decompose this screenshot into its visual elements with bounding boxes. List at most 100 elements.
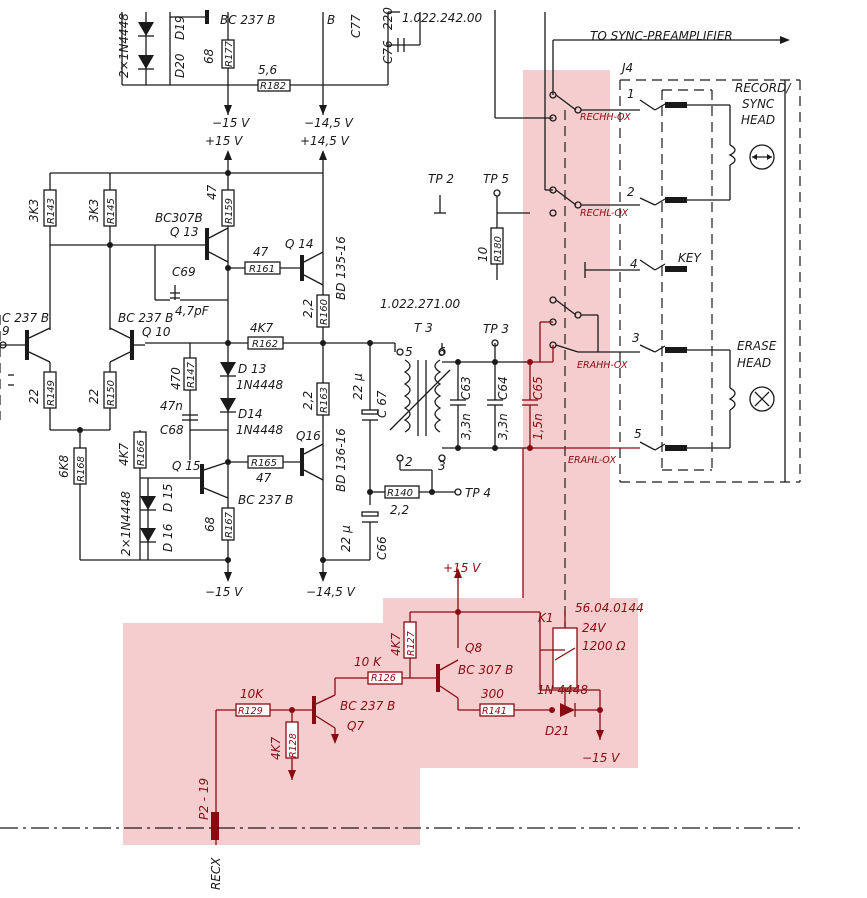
label-r161: R161 <box>249 264 275 275</box>
label-1-5n: 1,5n <box>531 413 545 440</box>
label-c68: C68 <box>160 423 184 437</box>
label-d15: D 15 <box>161 484 175 512</box>
label-470: 470 <box>169 367 183 390</box>
label-d19: D19 <box>173 15 187 40</box>
label-pin3: 3 <box>632 331 640 345</box>
relay-contacts <box>549 79 801 630</box>
label-k1-r: 1200 Ω <box>582 639 626 653</box>
label-3k3-a: 3K3 <box>27 199 41 222</box>
label-47n: 47n <box>160 399 183 413</box>
label-10k-r129: 10K <box>240 687 264 701</box>
label-d20: D20 <box>173 53 187 78</box>
label-c76: C76 <box>381 40 395 64</box>
label-q14: Q 14 <box>285 237 314 251</box>
label-t-5: 5 <box>405 345 413 359</box>
label-record-head-2: SYNC <box>742 97 775 111</box>
label-2-2-r160: 2,2 <box>301 299 315 318</box>
label-pin5: 5 <box>634 427 642 441</box>
label-rechh: RECHH-OX <box>580 112 631 123</box>
label-p15v-top: +15 V <box>205 134 243 148</box>
label-r159: R159 <box>224 198 235 224</box>
label-rechl: RECHL-OX <box>580 208 629 219</box>
label-m15v-bot: −15 V <box>205 585 243 599</box>
label-c64: C64 <box>496 376 510 400</box>
label-10: 10 <box>476 246 490 262</box>
label-m145v-bot: −14,5 V <box>306 585 356 599</box>
label-bc237b-q10: BC 237 B <box>118 311 173 325</box>
label-r163: R163 <box>319 387 330 413</box>
label-bc307b-q8: BC 307 B <box>458 663 513 677</box>
label-47-r161: 47 <box>253 245 269 259</box>
label-d21: D21 <box>545 724 570 738</box>
label-2-2-r163: 2,2 <box>301 391 315 410</box>
label-k1-part: 56.04.0144 <box>575 601 644 615</box>
label-erase-head-1: ERASE <box>737 339 777 353</box>
label-d16: D 16 <box>161 523 175 552</box>
label-r165: R165 <box>251 458 277 469</box>
label-record-head-1: RECORD/ <box>735 81 792 95</box>
label-r149: R149 <box>46 380 57 406</box>
label-q9: 9 <box>2 324 10 338</box>
label-pin1: 1 <box>627 87 635 101</box>
label-part-top: 1.022.242.00 <box>402 11 483 25</box>
label-p2-19: P2 - 19 <box>197 778 211 820</box>
label-b-top: B <box>327 13 335 27</box>
label-r177: R177 <box>224 40 235 67</box>
label-r167: R167 <box>224 511 235 538</box>
label-300: 300 <box>481 687 504 701</box>
label-2-2-r140: 2,2 <box>390 503 409 517</box>
label-r162: R162 <box>252 339 278 350</box>
label-c63: C63 <box>459 376 473 400</box>
label-d13v: 1N4448 <box>236 378 284 392</box>
label-d13: D 13 <box>238 362 266 376</box>
highlighted-caps <box>522 321 640 451</box>
label-erase-head-2: HEAD <box>737 356 771 370</box>
label-p145v-top: +14,5 V <box>300 134 350 148</box>
label-t-3: 3 <box>438 459 446 473</box>
label-3k3-b: 3K3 <box>87 199 101 222</box>
label-t3: T 3 <box>414 321 433 335</box>
label-r141: R141 <box>482 706 507 717</box>
label-t-6: 6 <box>438 345 446 359</box>
top-wiring <box>121 10 790 191</box>
label-3-3n-a: 3,3n <box>459 413 473 440</box>
label-c65: C65 <box>531 376 545 400</box>
label-p15v-q8: +15 V <box>443 561 481 575</box>
label-47-r159: 47 <box>205 184 219 200</box>
label-22-r150: 22 <box>87 389 101 404</box>
label-q13: Q 13 <box>170 225 199 239</box>
label-r126: R126 <box>371 673 396 684</box>
label-r150: R150 <box>106 380 117 406</box>
label-5-6: 5,6 <box>258 63 277 77</box>
label-tp4: TP 4 <box>465 486 491 500</box>
label-q8: Q8 <box>465 641 482 655</box>
label-bc237b-q7: BC 237 B <box>340 699 395 713</box>
label-68-bot: 68 <box>203 516 217 532</box>
label-t-2: 2 <box>405 455 413 469</box>
label-bc237b-q9: C 237 B <box>2 311 49 325</box>
label-bd135: BD 135-16 <box>334 236 348 300</box>
label-d15-16: 2×1N4448 <box>119 491 133 556</box>
label-4k7-r162: 4K7 <box>250 321 274 335</box>
label-c67: C 67 <box>375 390 389 418</box>
label-q15: Q 15 <box>172 459 201 473</box>
amplifier-wiring <box>0 160 530 582</box>
label-r145: R145 <box>106 198 117 224</box>
label-pin2: 2 <box>627 185 635 199</box>
label-r168: R168 <box>76 456 87 482</box>
label-6k8: 6K8 <box>57 454 71 478</box>
label-recx: RECX <box>209 857 223 890</box>
label-c69v: 4,7pF <box>175 304 210 318</box>
label-pin4: 4 <box>630 257 638 271</box>
label-r180: R180 <box>493 236 504 262</box>
label-d21v: 1N 4448 <box>537 683 588 697</box>
label-r143: R143 <box>46 198 57 224</box>
label-bc237b-q15: BC 237 B <box>238 493 293 507</box>
label-c66: C66 <box>375 536 389 560</box>
label-22-r149: 22 <box>27 389 41 404</box>
label-tp5: TP 5 <box>483 172 509 186</box>
label-bd136: BD 136-16 <box>334 428 348 492</box>
label-r129: R129 <box>238 706 263 717</box>
label-bc237b-top: BC 237 B <box>220 13 275 27</box>
